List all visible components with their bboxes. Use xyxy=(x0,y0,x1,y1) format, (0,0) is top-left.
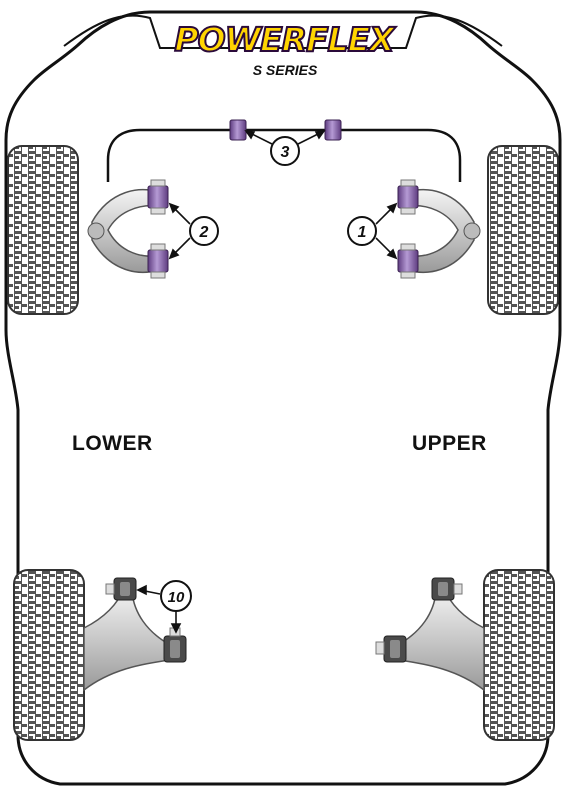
front-left-wishbone xyxy=(91,188,159,274)
tyre-front-left xyxy=(7,145,79,315)
windscreen-line xyxy=(63,14,503,49)
callout-2-circle xyxy=(189,216,219,246)
callout-1-number: 1 xyxy=(358,224,367,241)
front-right-balljoint xyxy=(463,222,481,240)
front-left-balljoint xyxy=(87,222,105,240)
front-left-upper-bush xyxy=(147,179,169,215)
rear-left-upper-bush xyxy=(105,577,137,601)
anti-roll-bar xyxy=(106,128,462,182)
front-left-lower-bush xyxy=(147,243,169,279)
rear-left-lower-bush xyxy=(163,627,187,663)
upper-label: UPPER xyxy=(412,432,487,455)
callout-10-circle xyxy=(160,580,192,612)
rear-right-upper-bush xyxy=(431,577,463,601)
car-body-outline xyxy=(4,10,562,786)
rear-left-arm xyxy=(83,586,173,692)
lower-label: LOWER xyxy=(72,432,153,455)
callout-3-circle xyxy=(270,136,300,166)
anti-roll-bar-bush-right xyxy=(324,119,342,141)
powerflex-logo: POWERFLEX xyxy=(168,18,400,62)
anti-roll-bar-bush-left xyxy=(229,119,247,141)
logo-wordmark: POWERFLEX xyxy=(173,19,395,60)
callout-3-number: 3 xyxy=(281,144,290,161)
front-right-lower-bush xyxy=(397,243,419,279)
rear-right-arm xyxy=(395,586,485,692)
rear-right-lower-bush xyxy=(375,635,407,663)
tyre-rear-right xyxy=(483,569,555,741)
series-label: S SERIES xyxy=(252,62,318,78)
front-right-wishbone xyxy=(407,188,475,274)
front-right-upper-bush xyxy=(397,179,419,215)
tyre-rear-left xyxy=(13,569,85,741)
tyre-front-right xyxy=(487,145,559,315)
callout-2-number: 2 xyxy=(199,224,209,241)
callout-arrows xyxy=(136,129,398,634)
callout-1-circle xyxy=(347,216,377,246)
callout-10-number: 10 xyxy=(168,589,185,606)
